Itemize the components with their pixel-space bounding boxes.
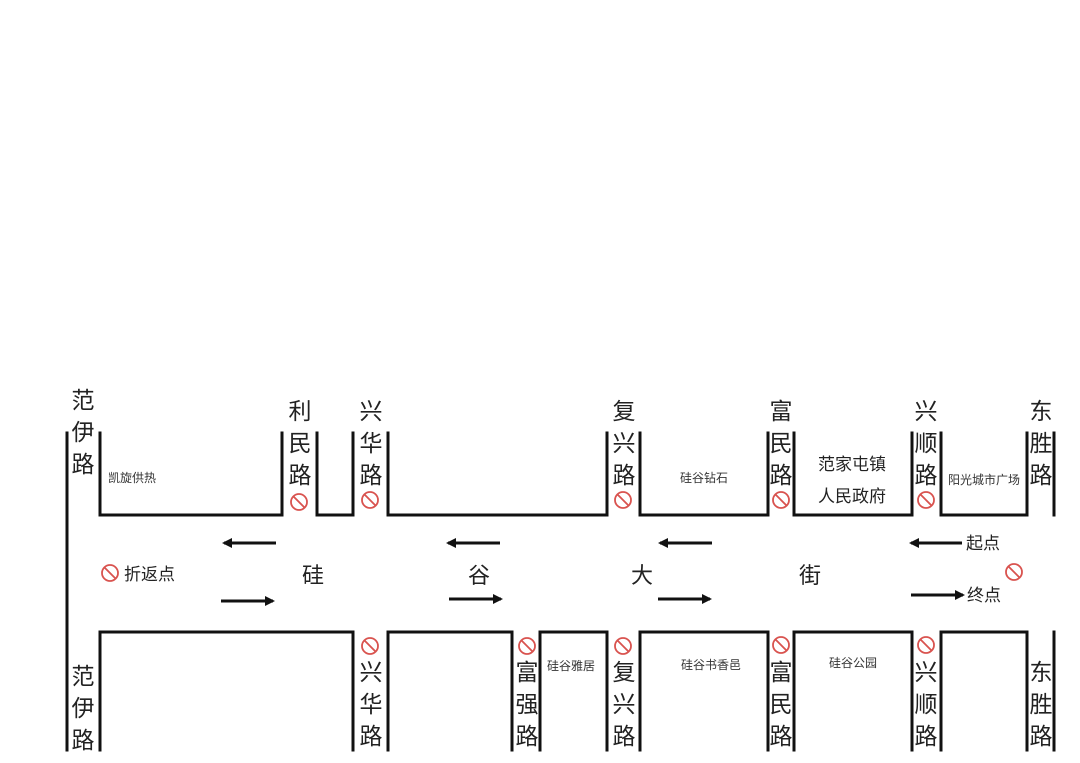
poi-guigu-zuanshi: 硅谷钻石	[680, 470, 728, 485]
no-entry-icon	[917, 636, 935, 654]
bottom-block-2	[386, 630, 514, 752]
bottom-block-1	[98, 630, 355, 752]
no-entry-icon	[101, 564, 119, 582]
no-entry-icon	[772, 491, 790, 509]
bottom-road-xingshun: 兴顺路	[915, 660, 938, 750]
bottom-road-fuxing: 复兴路	[613, 660, 636, 750]
poi-guigu-shuxiangyi: 硅谷书香邑	[681, 658, 741, 672]
town-government-line-2: 人民政府	[818, 487, 886, 507]
no-entry-icon	[917, 491, 935, 509]
top-block-3	[386, 431, 609, 517]
no-entry-icon	[290, 493, 308, 511]
poi-guigu-park: 硅谷公园	[829, 656, 877, 670]
bottom-road-xinghua: 兴华路	[360, 660, 383, 750]
top-road-limin: 利民路	[289, 399, 312, 489]
turnaround-label: 折返点	[124, 565, 175, 585]
bottom-road-fumin: 富民路	[770, 660, 793, 750]
poi-kaixuan-heating: 凯旋供热	[108, 471, 156, 485]
poi-yangguang-plaza: 阳光城市广场	[948, 472, 1020, 487]
top-road-dongsheng: 东胜路	[1030, 399, 1053, 489]
top-block-6	[939, 431, 1029, 517]
top-road-fanyi: 范伊路	[72, 388, 95, 478]
street-char-2: 谷	[468, 564, 490, 589]
start-label: 起点	[966, 534, 1000, 554]
top-road-fuxing: 复兴路	[613, 399, 636, 489]
street-char-3: 大	[631, 564, 653, 589]
direction-arrows	[221, 538, 965, 606]
bottom-road-fuqiang: 富强路	[516, 660, 539, 750]
top-block-2	[315, 431, 355, 517]
no-entry-icon	[1005, 563, 1023, 581]
no-entry-icon	[772, 636, 790, 654]
bottom-block-6	[939, 630, 1029, 752]
top-road-xinghua: 兴华路	[360, 399, 383, 489]
legend-labels: 折返点 起点 终点	[101, 534, 1023, 606]
top-road-fumin: 富民路	[770, 399, 793, 489]
bottom-block-4	[638, 630, 770, 752]
street-char-4: 街	[799, 564, 821, 589]
bottom-road-labels: 范伊路 兴华路 富强路 复兴路 富民路 兴顺路 东胜路	[72, 660, 1053, 754]
bottom-road-dongsheng: 东胜路	[1030, 660, 1053, 750]
street-char-1: 硅	[302, 564, 324, 589]
bottom-road-fanyi: 范伊路	[72, 664, 95, 754]
top-block-5	[792, 431, 914, 517]
no-entry-icon	[614, 637, 632, 655]
top-road-xingshun: 兴顺路	[915, 399, 938, 489]
poi-labels: 凯旋供热 硅谷钻石 阳光城市广场 范家屯镇 人民政府 硅谷雅居 硅谷书香邑 硅谷…	[108, 455, 1020, 673]
top-road-labels: 范伊路 利民路 兴华路 复兴路 富民路 兴顺路 东胜路	[72, 388, 1053, 489]
poi-guigu-yaju: 硅谷雅居	[547, 658, 595, 673]
top-block-1	[98, 431, 284, 517]
no-entry-icon	[361, 491, 379, 509]
no-entry-icon	[614, 491, 632, 509]
no-entry-icon	[361, 637, 379, 655]
bottom-block-5	[792, 630, 914, 752]
bottom-block-3	[538, 630, 609, 752]
no-entry-icon	[518, 637, 536, 655]
top-block-4	[638, 431, 770, 517]
street-name: 硅 谷 大 街	[302, 564, 821, 589]
town-government-line-1: 范家屯镇	[818, 455, 886, 475]
end-label: 终点	[967, 586, 1001, 606]
road-outlines	[65, 431, 1056, 752]
